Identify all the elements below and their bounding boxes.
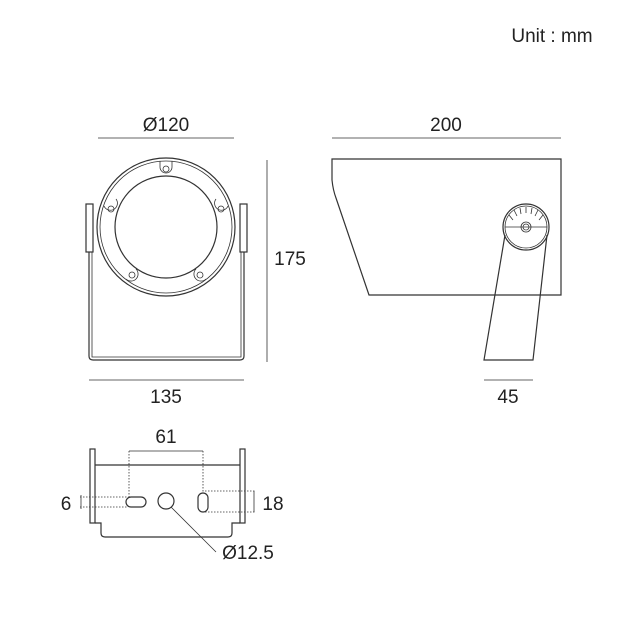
u-bracket [88,252,245,361]
unit-label: Unit : mm [511,26,592,47]
front-view: Ø120 175 135 [85,115,306,408]
front-diameter-label: Ø120 [143,115,189,136]
slot-width-label: 6 [61,494,72,515]
right-side-plate [239,203,248,253]
left-flange [89,448,96,524]
right-flange [239,448,246,524]
front-height-label: 175 [274,249,306,270]
leader-line [170,506,217,553]
side-view: 200 45 [331,115,562,408]
lens [114,175,218,279]
slot-length-label: 18 [262,494,283,515]
left-side-plate [85,203,94,253]
housing-side [331,158,562,296]
bracket-view: 61 6 18 Ø12.5 [61,427,284,564]
bracket-plate [95,522,240,538]
hole-diameter-label: Ø12.5 [222,543,274,564]
housing-outer-ring [96,157,236,297]
angle-scale [505,207,547,228]
side-length-label: 200 [430,115,462,136]
screw-lugs [103,161,229,282]
hole-spacing-label: 61 [155,427,176,448]
tilt-hub [502,203,550,251]
arm-width-label: 45 [497,387,518,408]
front-width-label: 135 [150,387,182,408]
center-hole [157,492,175,510]
mounting-arm [483,234,548,361]
vertical-slot [197,492,209,513]
horizontal-slot [125,496,147,508]
